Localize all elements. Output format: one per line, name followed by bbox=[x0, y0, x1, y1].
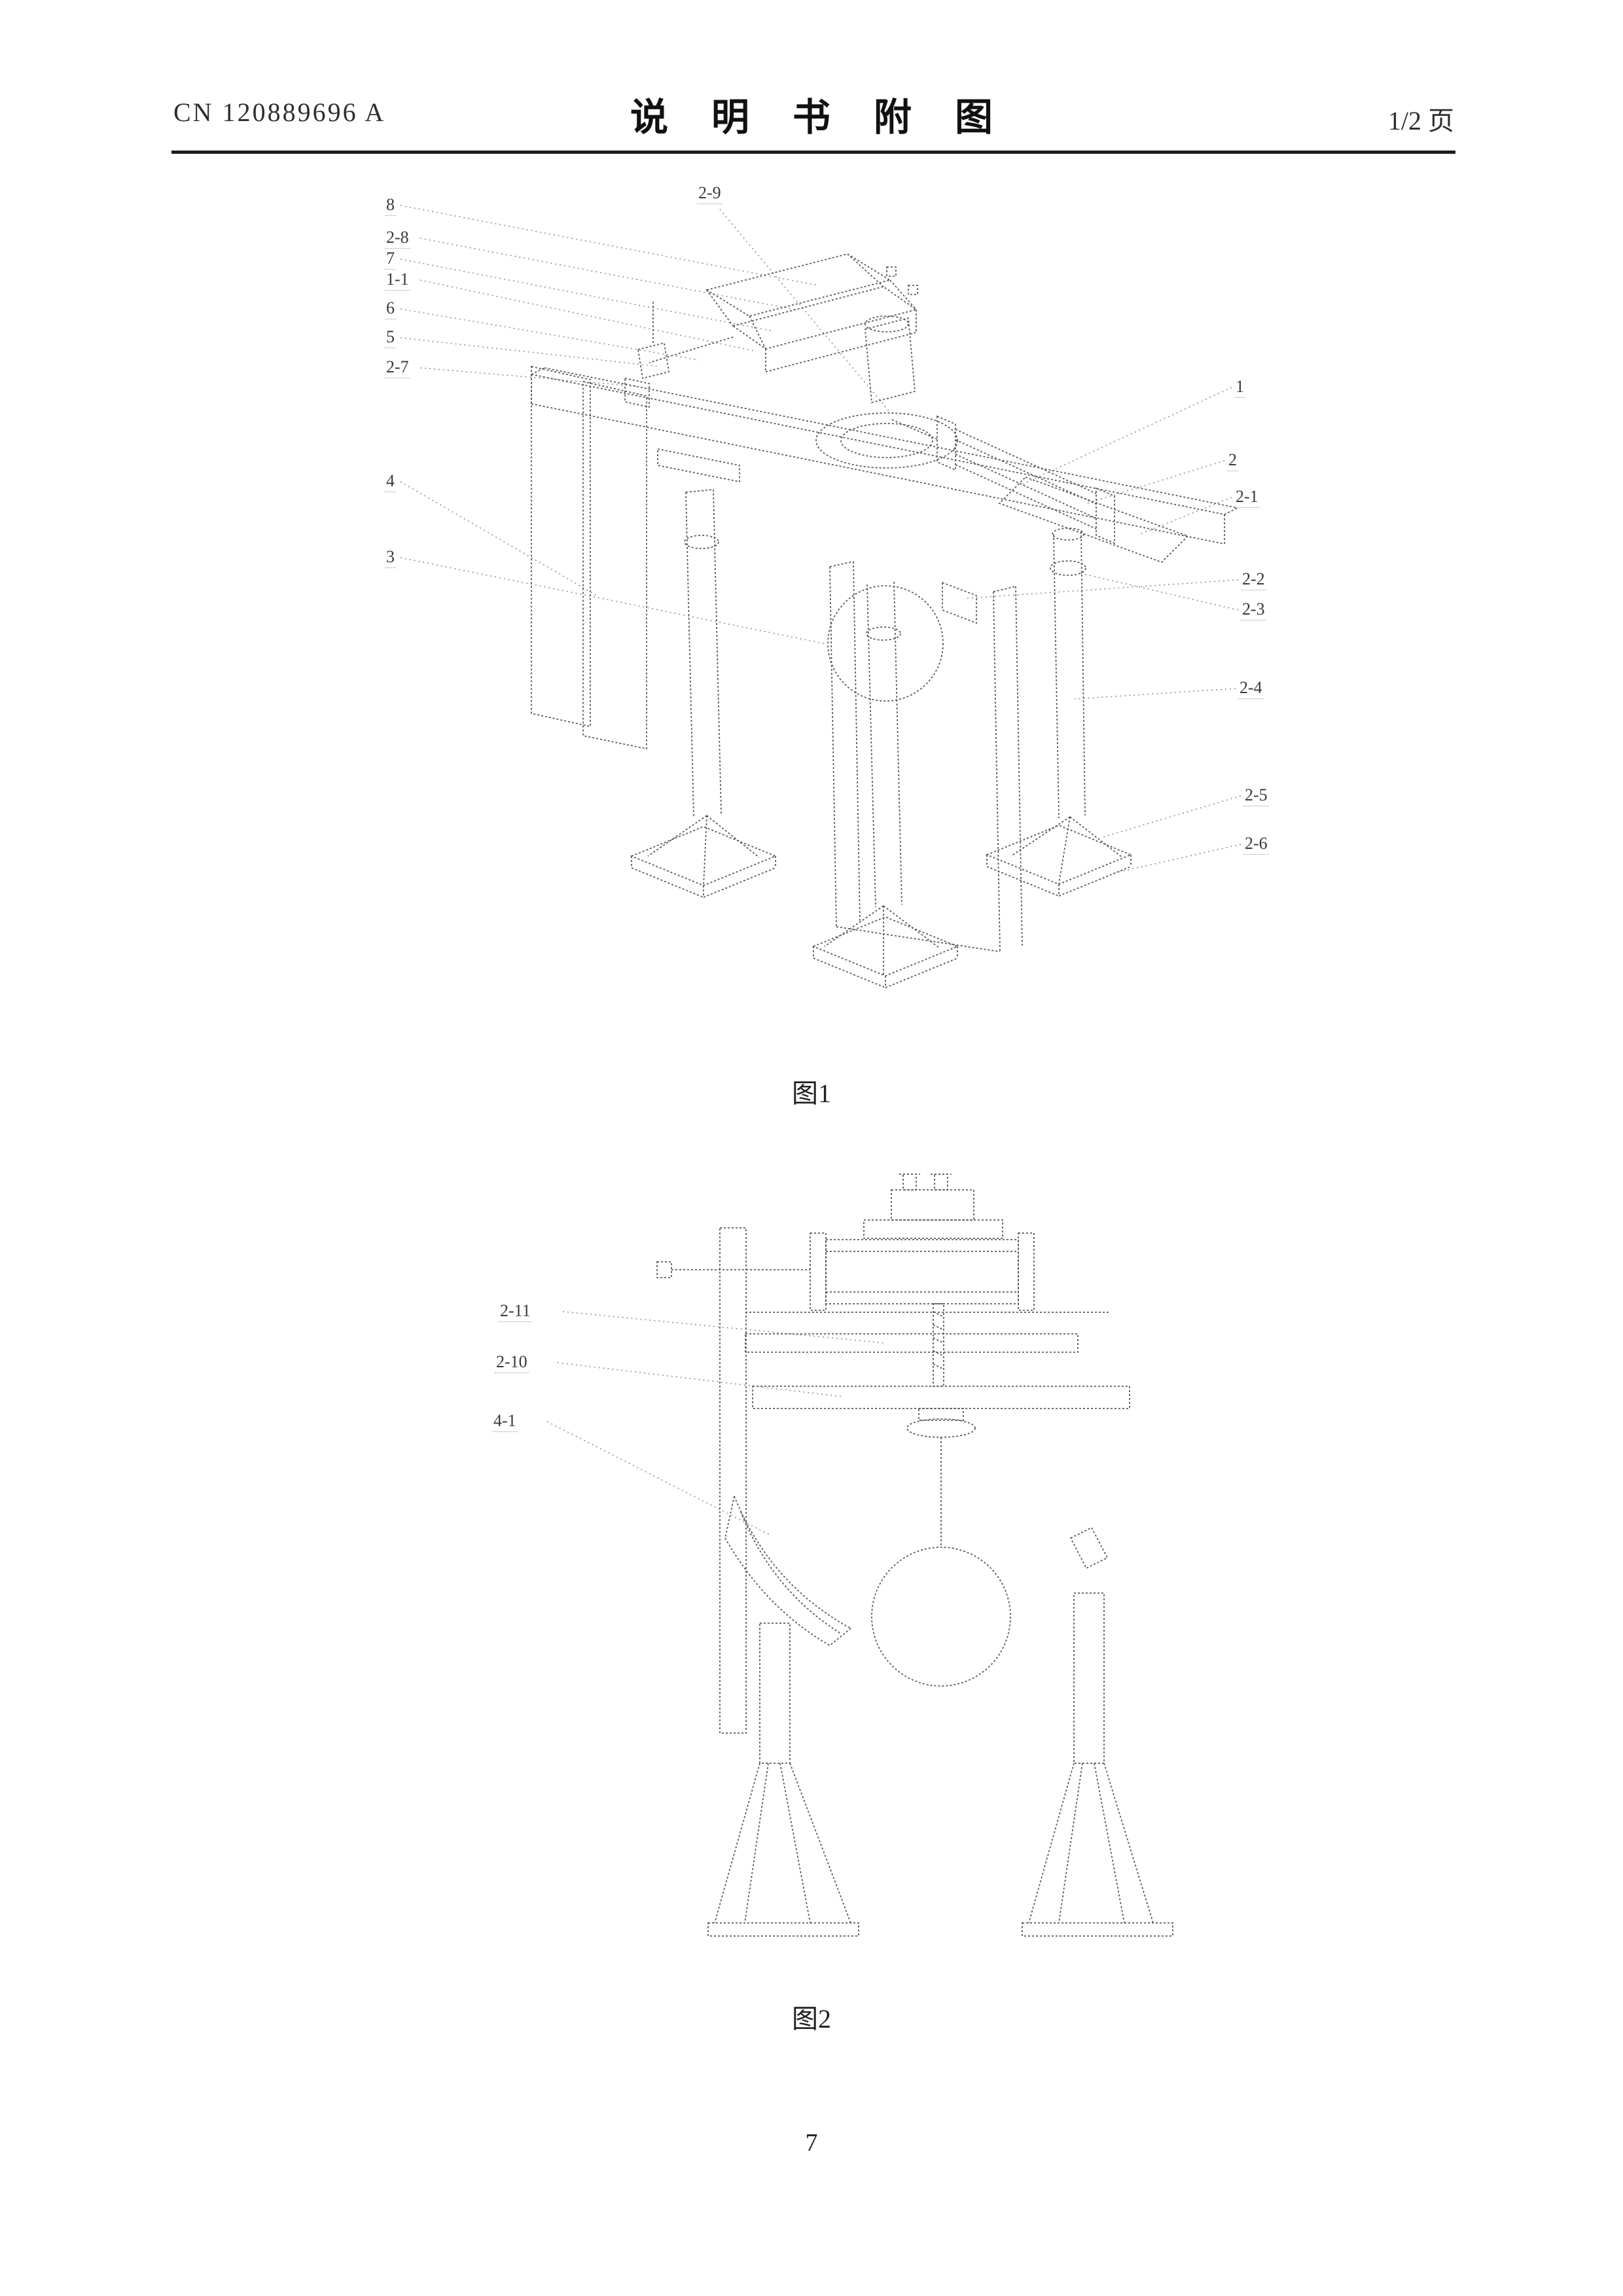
figure1-sphere bbox=[827, 585, 944, 702]
patent-number: CN 120889696 A bbox=[173, 98, 386, 127]
page-indicator: 1/2 页 bbox=[1387, 106, 1454, 135]
figure1-right-cylinder bbox=[889, 415, 1115, 545]
callout-2-6: 2-6 bbox=[1243, 834, 1269, 855]
figure1-leg-middle bbox=[812, 581, 959, 988]
figure-1: 8 2-8 7 1-1 6 5 2-7 4 3 2-9 1 2 2-1 2-2 … bbox=[366, 175, 1283, 1105]
figure2-leaders bbox=[546, 1311, 885, 1536]
figure2-top-bracket bbox=[863, 1174, 1003, 1239]
figure1-yoke-frame bbox=[829, 561, 1023, 952]
callout-8: 8 bbox=[385, 195, 396, 216]
callout-2-2: 2-2 bbox=[1241, 569, 1266, 590]
figure2-spindle bbox=[906, 1303, 976, 1547]
callout-1-1: 1-1 bbox=[385, 270, 410, 291]
figure1-leaders bbox=[400, 205, 1241, 874]
callout-2-4: 2-4 bbox=[1238, 678, 1264, 699]
callout-1: 1 bbox=[1234, 377, 1245, 398]
page-number: 7 bbox=[805, 2129, 818, 2157]
figure-2: 2-11 2-10 4-1 bbox=[484, 1172, 1178, 1950]
document-title: 说明书附图 bbox=[630, 96, 1036, 139]
figure2-chute bbox=[724, 1496, 851, 1646]
callout-2-11: 2-11 bbox=[499, 1301, 532, 1322]
figure1-leg-right bbox=[985, 528, 1133, 897]
callout-6: 6 bbox=[385, 298, 396, 319]
callout-2-5: 2-5 bbox=[1243, 785, 1269, 806]
figure2-drawing bbox=[546, 1174, 1173, 1937]
figure2-leg-left bbox=[707, 1623, 859, 1937]
callout-7: 7 bbox=[385, 249, 396, 270]
callout-2-8: 2-8 bbox=[385, 228, 410, 249]
figure1-leg-left bbox=[630, 489, 777, 898]
figure2-left-column bbox=[719, 1227, 747, 1734]
callout-3: 3 bbox=[385, 547, 396, 568]
callout-2-9: 2-9 bbox=[697, 183, 722, 204]
header-divider bbox=[171, 151, 1455, 154]
callout-2-1: 2-1 bbox=[1234, 487, 1260, 508]
callout-4-1: 4-1 bbox=[492, 1411, 518, 1432]
callout-5: 5 bbox=[385, 327, 396, 348]
figure1-flange bbox=[815, 412, 958, 469]
callout-2: 2 bbox=[1227, 450, 1238, 471]
figure2-cylinder bbox=[656, 1232, 1035, 1311]
figure1-top-cylinder bbox=[637, 253, 918, 380]
callout-2-7: 2-7 bbox=[385, 357, 410, 378]
figure1-caption: 图1 bbox=[792, 1079, 831, 1108]
figure1-drawing bbox=[400, 205, 1241, 988]
figure2-sphere bbox=[871, 1547, 1011, 1687]
callout-4: 4 bbox=[385, 471, 396, 492]
figure1-rotary-actuator bbox=[865, 315, 916, 404]
figure2-caption: 图2 bbox=[792, 2004, 831, 2034]
figure1-table-rail bbox=[531, 367, 1238, 564]
figure2-leg-right bbox=[1022, 1526, 1173, 1937]
callout-2-10: 2-10 bbox=[495, 1352, 529, 1373]
callout-2-3: 2-3 bbox=[1241, 600, 1266, 620]
